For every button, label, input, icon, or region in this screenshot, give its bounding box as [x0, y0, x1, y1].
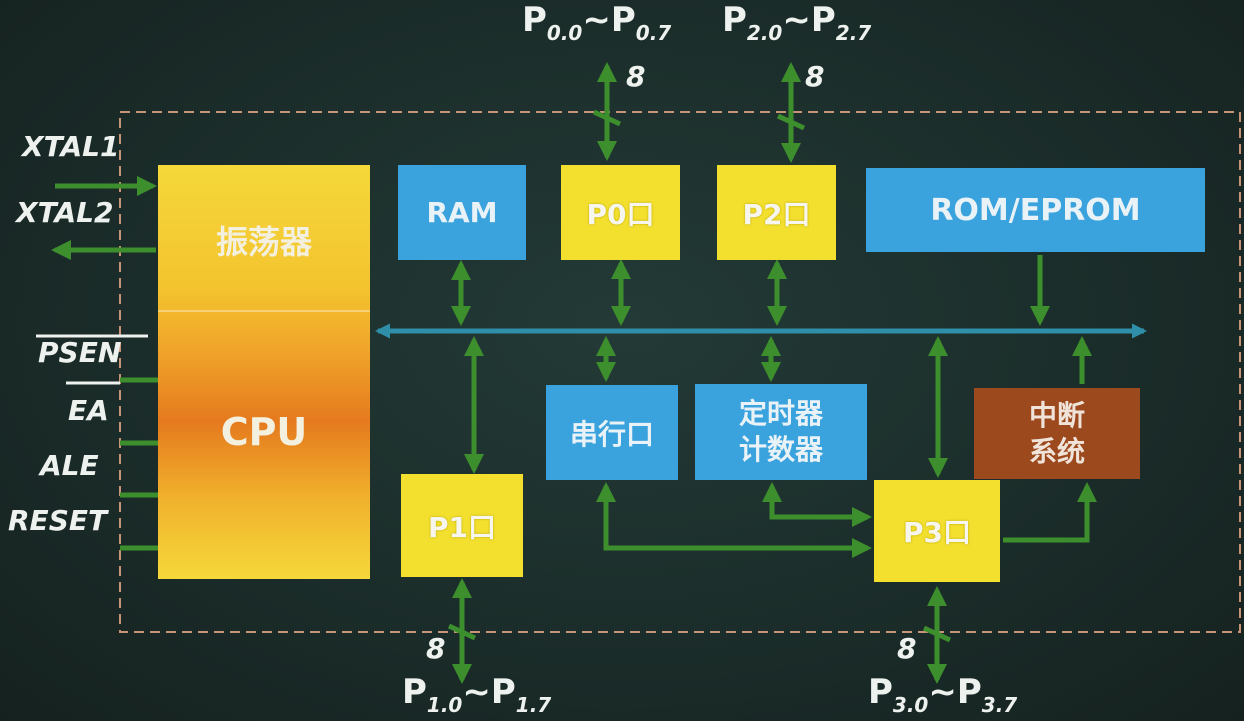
p3-port-range: P3.0~P3.7 — [868, 672, 1018, 717]
psen-label: PSEN — [38, 336, 122, 369]
p1-port-range: P1.0~P1.7 — [402, 672, 552, 717]
p0-bus-width: 8 — [626, 60, 646, 93]
ram-block: RAM — [398, 165, 526, 260]
ea-label: EA — [68, 394, 109, 427]
xtal1-label: XTAL1 — [22, 130, 120, 163]
cpu-divider — [158, 310, 370, 312]
p3-interrupt-link — [1003, 482, 1097, 543]
system-label: 系统 — [1028, 434, 1085, 468]
p2-bus-slash — [776, 113, 806, 131]
cpu-column: 振荡器 CPU — [158, 165, 370, 579]
serial-port-block: 串行口 — [546, 385, 678, 480]
p1-port-block: P1口 — [401, 474, 523, 577]
xtal2-label: XTAL2 — [16, 196, 114, 229]
p3-bus-slash — [922, 625, 952, 643]
oscillator-label: 振荡器 — [215, 223, 312, 261]
p0-bus-slash — [592, 109, 622, 127]
p1-bus-width: 8 — [426, 632, 446, 665]
chip-boundary — [119, 111, 1241, 633]
p2-port-block: P2口 — [717, 165, 836, 260]
cpu-label: CPU — [220, 410, 308, 454]
p0-port-block: P0口 — [561, 165, 680, 260]
p2-port-range: P2.0~P2.7 — [722, 0, 872, 45]
p3-bus-width: 8 — [897, 632, 917, 665]
rom-block: ROM/EPROM — [866, 168, 1205, 252]
interrupt-label: 中断 — [1028, 398, 1085, 432]
timer-p3-link — [762, 482, 872, 527]
counter-label: 计数器 — [738, 433, 823, 466]
ale-label: ALE — [40, 449, 99, 482]
timer-counter-block: 定时器 计数器 — [695, 384, 867, 480]
p1-bus-slash — [447, 623, 477, 641]
serial-p3-link — [596, 482, 872, 558]
timer-label: 定时器 — [738, 397, 823, 430]
p0-port-range: P0.0~P0.7 — [522, 0, 672, 45]
interrupt-system-block: 中断 系统 — [974, 388, 1140, 479]
p3-port-block: P3口 — [874, 480, 1000, 582]
reset-label: RESET — [8, 504, 108, 537]
p2-bus-width: 8 — [805, 60, 825, 93]
